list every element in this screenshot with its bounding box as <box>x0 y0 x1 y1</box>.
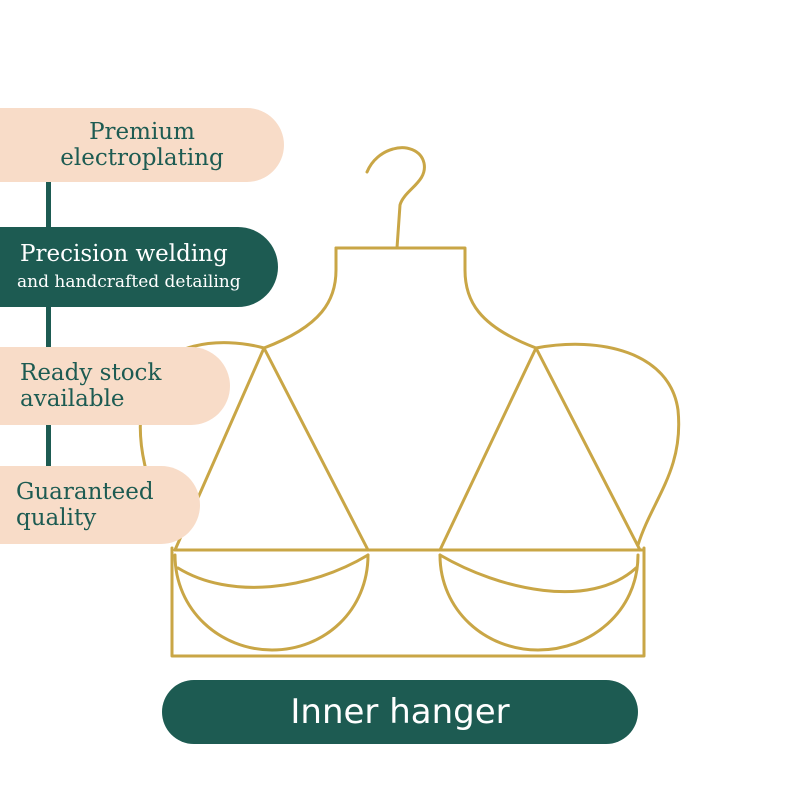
feature-quality: Guaranteed quality <box>0 466 200 544</box>
neck-wire-left <box>262 246 338 350</box>
connector-line <box>46 178 51 468</box>
feature-ready-stock-line2: available <box>20 386 125 412</box>
feature-ready-stock: Ready stock available <box>0 347 230 425</box>
feature-electroplating: Premium electroplating <box>0 108 284 182</box>
left-cup-inner-wire <box>176 553 370 589</box>
feature-welding-line2: and handcrafted detailing <box>17 272 241 293</box>
right-cup-inner-wire <box>438 553 638 594</box>
feature-quality-line1: Guaranteed <box>16 478 154 505</box>
feature-ready-stock-line1: Ready stock <box>20 359 162 386</box>
feature-welding-line1: Precision welding <box>20 241 228 267</box>
right-cup-wire <box>438 553 640 652</box>
left-cup-wire <box>173 553 370 652</box>
feature-electroplating-line2: electroplating <box>60 145 224 171</box>
product-label: Inner hanger <box>162 680 638 744</box>
bottom-frame-wire <box>170 546 646 658</box>
right-triangle-wire <box>438 346 642 552</box>
feature-quality-line2: quality <box>16 505 97 531</box>
feature-welding: Precision welding and handcrafted detail… <box>0 227 278 307</box>
neck-wire <box>334 246 538 350</box>
hook-wire <box>365 146 426 250</box>
right-shoulder-wire <box>534 342 681 547</box>
feature-electroplating-line1: Premium <box>89 118 195 145</box>
